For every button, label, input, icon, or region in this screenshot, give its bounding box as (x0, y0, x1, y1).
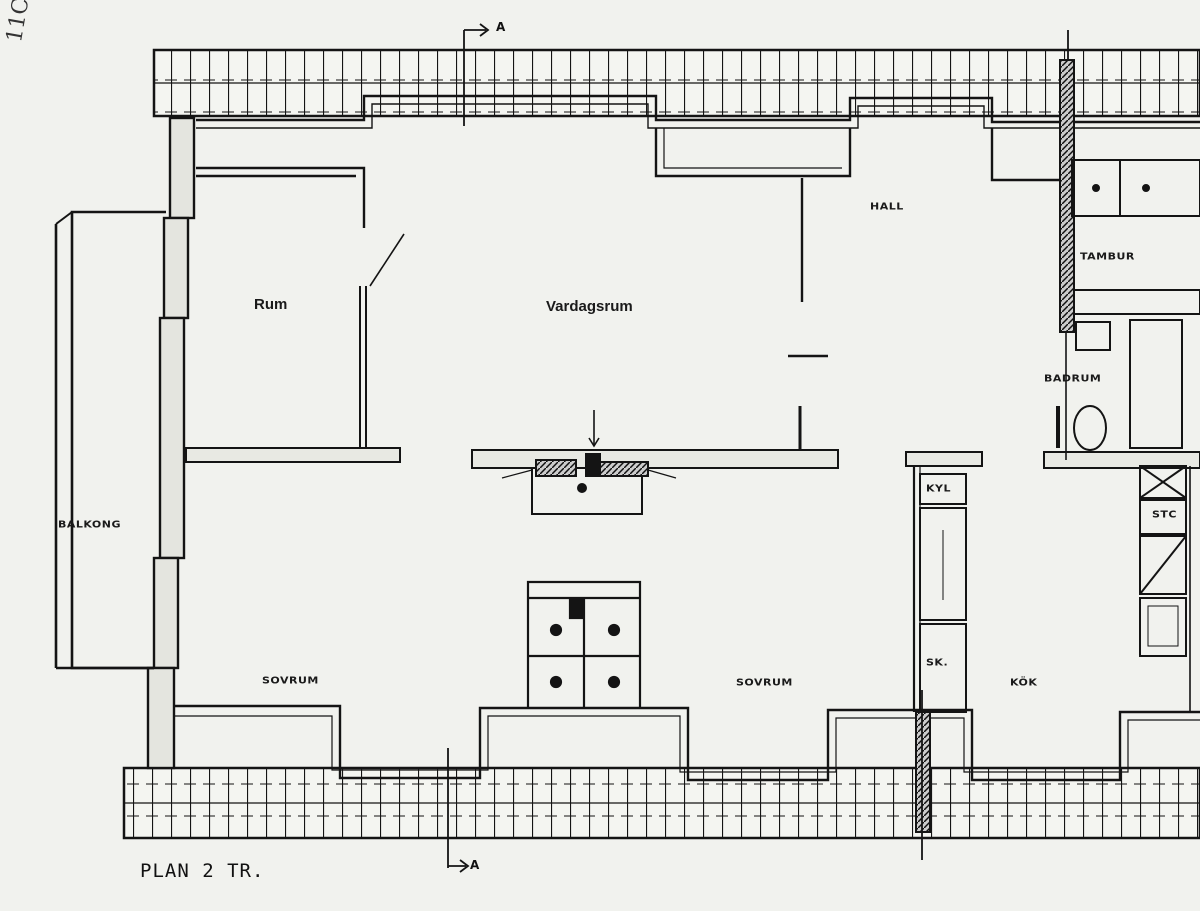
room-label-badrum: BADRUM (1044, 372, 1102, 385)
room-label-balkong: BALKONG (58, 518, 122, 531)
section-marker-bottom: A (470, 858, 480, 872)
wardrobes (526, 580, 642, 708)
roof-band-top (152, 48, 1200, 118)
fireplace-unit (501, 410, 677, 515)
section-marker-top: A (496, 20, 506, 34)
balcony (54, 210, 166, 670)
exterior-walls (146, 94, 1200, 782)
room-label-sovrum-left: SOVRUM (262, 674, 319, 687)
room-label-hall: HALL (870, 200, 904, 213)
room-label-kyl: KYL (926, 482, 951, 495)
room-label-tambur: TAMBUR (1080, 250, 1135, 263)
section-line-markers (447, 23, 1069, 873)
plan-title: PLAN 2 TR. (140, 860, 265, 882)
room-label-sovrum-center: SOVRUM (736, 676, 793, 689)
room-label-rum: Rum (254, 296, 288, 313)
room-label-sk: SK. (926, 656, 949, 669)
room-label-vardagsrum: Vardagsrum (546, 298, 633, 315)
roof-band-bottom (122, 766, 1200, 840)
room-label-stc: STC (1152, 508, 1177, 521)
room-label-kok: KÖK (1010, 676, 1038, 689)
